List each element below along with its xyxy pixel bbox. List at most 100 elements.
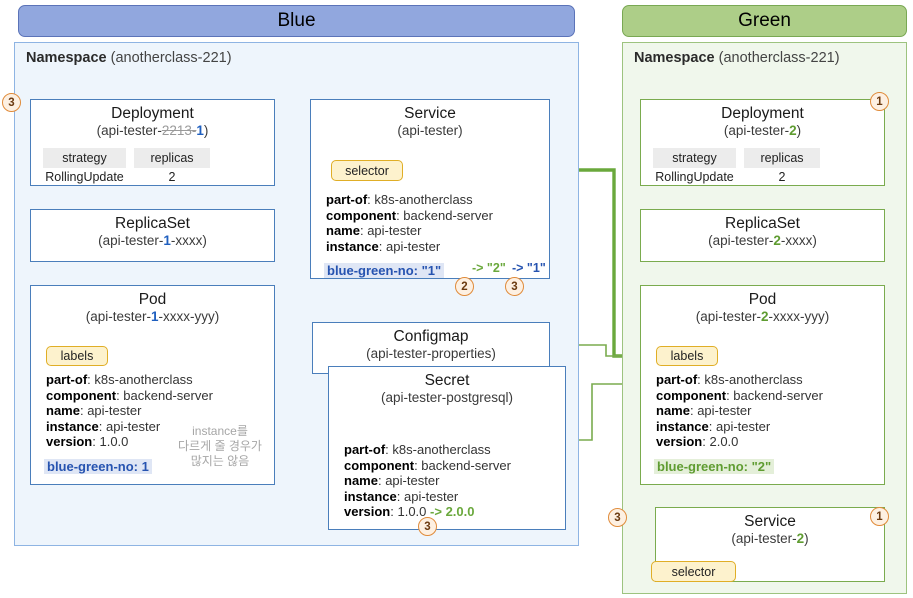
blue-deployment-strategy-value: RollingUpdate [45, 170, 124, 184]
label-value: api-tester [87, 403, 142, 418]
label-key: name [656, 403, 690, 418]
label-value: backend-server [733, 387, 823, 403]
list-item: version: 1.0.0 [46, 434, 129, 449]
green-deployment-step-marker: 1 [870, 92, 889, 111]
green-deployment-name: (api-tester-2) [641, 123, 884, 139]
blue-pod-name: (api-tester-1-xxxx-yyy) [31, 309, 274, 325]
green-deployment-box[interactable]: Deployment (api-tester-2) strategy repli… [640, 99, 885, 186]
secret-label-list: part-of: k8s-anotherclass component: bac… [344, 442, 511, 520]
blue-deployment-name-sep: - [191, 122, 197, 138]
green-replicaset-box[interactable]: ReplicaSet (api-tester-2-xxxx) [640, 209, 885, 262]
label-key: instance [656, 418, 709, 434]
list-item: part-of: k8s-anotherclass [46, 372, 193, 387]
configmap-name: (api-tester-properties) [366, 345, 496, 361]
blue-replicaset-title: ReplicaSet [115, 215, 190, 232]
label-key: part-of [656, 372, 698, 387]
label-value: backend-server [403, 207, 493, 223]
label-value: api-tester [385, 473, 440, 488]
label-key: version [656, 434, 703, 449]
blue-pod-name-prefix: (api-tester- [85, 308, 151, 324]
blue-deployment-name-suffix: ) [203, 122, 209, 138]
green-namespace-label: Namespace [634, 50, 715, 66]
label-value: k8s-anotherclass [392, 442, 491, 457]
label-key: part-of [326, 192, 368, 207]
green-pod-name: (api-tester-2-xxxx-yyy) [641, 309, 884, 325]
blue-pod-title: Pod [138, 291, 167, 308]
blue-service-selector-chip[interactable]: selector [331, 160, 403, 181]
blue-pod-labels-chip[interactable]: labels [46, 346, 108, 366]
configmap-box[interactable]: Configmap (api-tester-properties) [312, 322, 550, 374]
green-pod-name-suffix: -xxxx-yyy) [768, 308, 830, 324]
blue-deployment-replicas-header: replicas [134, 148, 210, 168]
blue-replicaset-name-prefix: (api-tester- [98, 232, 164, 248]
green-service-selector-chip[interactable]: selector [651, 561, 736, 582]
blue-deployment-name: (api-tester-2213-1) [31, 123, 274, 139]
blue-service-box[interactable]: Service (api-tester) selector part-of: k… [310, 99, 550, 279]
blue-pod-name-suffix: -xxxx-yyy) [158, 308, 220, 324]
list-item: instance: api-tester [344, 488, 459, 504]
green-pod-box[interactable]: Pod (api-tester-2-xxxx-yyy) labels part-… [640, 285, 885, 485]
secret-title: Secret [424, 372, 470, 389]
list-item: component: backend-server [656, 387, 823, 403]
green-service-name-num: 2 [796, 530, 805, 546]
green-replicaset-title: ReplicaSet [725, 215, 800, 232]
green-service-name: (api-tester-2) [656, 531, 884, 547]
label-key: instance [326, 238, 379, 254]
list-item: instance: api-tester [656, 418, 771, 434]
green-pod-title: Pod [748, 291, 777, 308]
label-value: api-tester [367, 223, 422, 238]
blue-service-transition-1: -> "2" [472, 261, 506, 275]
green-pod-labels-chip[interactable]: labels [656, 346, 718, 366]
label-value: backend-server [421, 457, 511, 473]
label-value: api-tester [403, 488, 459, 504]
green-deployment-replicas-value: 2 [778, 170, 786, 184]
blue-service-name: (api-tester) [397, 122, 463, 138]
green-namespace-value: (anotherclass-221) [718, 50, 840, 66]
green-deployment-name-suffix: ) [796, 122, 802, 138]
version-arrow: -> [430, 504, 442, 519]
list-item: component: backend-server [344, 457, 511, 473]
green-replicaset-name-suffix: -xxxx) [780, 232, 817, 248]
version-old: 1.0.0 [397, 504, 427, 519]
instance-korean-note: instance를 다르게 줄 경우가 많지는 않음 [178, 424, 262, 468]
label-key: part-of [344, 442, 386, 457]
label-key: component [326, 207, 397, 223]
blue-deployment-replicas-value: 2 [168, 170, 176, 184]
label-key: name [46, 403, 80, 418]
blue-deployment-name-prefix: (api-tester- [96, 122, 162, 138]
label-key: component [46, 387, 117, 403]
configmap-title: Configmap [393, 328, 469, 345]
green-pod-bluegreen-label: blue-green-no: "2" [654, 459, 775, 474]
green-namespace-title: Namespace (anotherclass-221) [634, 50, 840, 66]
green-deployment-name-prefix: (api-tester- [723, 122, 790, 138]
label-key: component [656, 387, 727, 403]
green-banner: Green [622, 5, 907, 37]
label-key: version [344, 504, 391, 519]
label-key: name [326, 223, 360, 238]
blue-deployment-name-struck: 2213 [161, 122, 192, 138]
blue-namespace-title: Namespace (anotherclass-221) [26, 50, 232, 66]
label-value: k8s-anotherclass [374, 192, 473, 207]
label-key: part-of [46, 372, 88, 387]
secret-step-marker: 3 [418, 517, 437, 536]
list-item: version: 2.0.0 [656, 434, 739, 449]
list-item: part-of: k8s-anotherclass [344, 442, 491, 457]
green-deployment-strategy-value: RollingUpdate [655, 170, 734, 184]
label-value: backend-server [123, 387, 213, 403]
blue-deployment-box[interactable]: Deployment (api-tester-2213-1) strategy … [30, 99, 275, 186]
label-value: api-tester [385, 238, 441, 254]
list-item: component: backend-server [326, 207, 493, 223]
green-service-box[interactable]: Service (api-tester-2) selector [651, 507, 885, 582]
blue-service-title: Service [404, 105, 456, 122]
list-item: name: api-tester [656, 403, 752, 418]
blue-replicaset-name-suffix: -xxxx) [170, 232, 207, 248]
label-value: 2.0.0 [709, 434, 739, 449]
list-item: name: api-tester [326, 223, 422, 238]
blue-pod-box[interactable]: Pod (api-tester-1-xxxx-yyy) labels part-… [30, 285, 275, 485]
label-value: api-tester [105, 418, 161, 434]
blue-replicaset-box[interactable]: ReplicaSet (api-tester-1-xxxx) [30, 209, 275, 262]
secret-box[interactable]: Secret (api-tester-postgresql) part-of: … [328, 366, 566, 530]
label-value: 1.0.0 [99, 434, 129, 449]
blue-service-label-list: part-of: k8s-anotherclass component: bac… [326, 192, 493, 254]
